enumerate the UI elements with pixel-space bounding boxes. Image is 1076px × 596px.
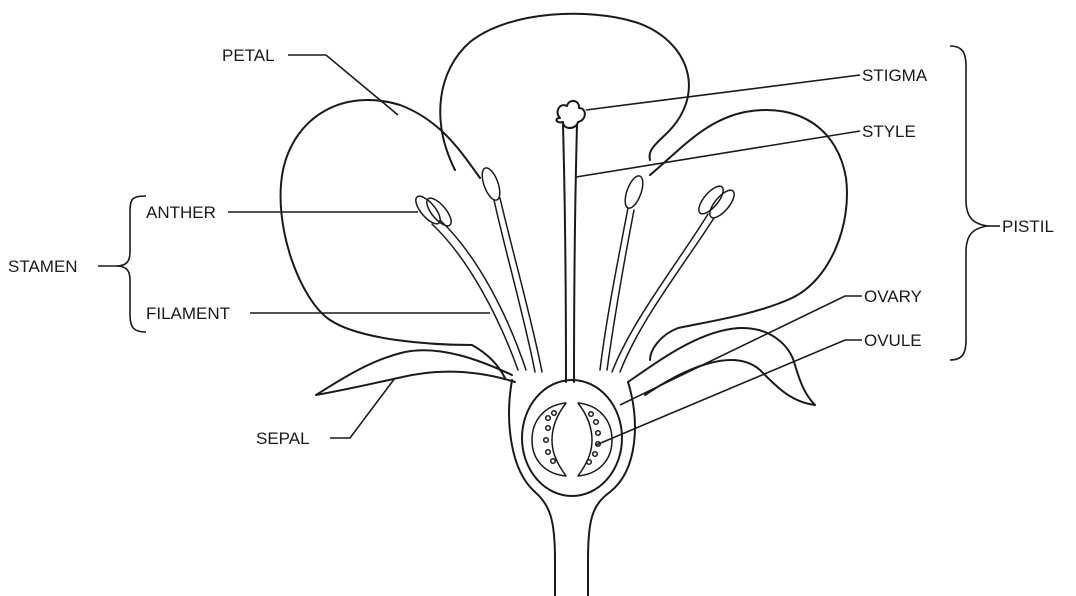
pistil-brace xyxy=(950,46,988,360)
petal-center xyxy=(440,14,689,170)
sepal-left xyxy=(316,350,515,395)
label-sepal: SEPAL xyxy=(256,429,310,448)
ovary-chamber-right xyxy=(578,403,612,476)
flower-drawing xyxy=(281,14,847,596)
petal-right xyxy=(650,110,847,360)
label-stigma: STIGMA xyxy=(862,66,928,85)
label-petal: PETAL xyxy=(222,46,275,65)
leader-stigma xyxy=(586,75,860,110)
sepal-right xyxy=(628,328,815,405)
label-stamen: STAMEN xyxy=(8,257,78,276)
leader-petal xyxy=(288,55,398,115)
leader-style xyxy=(576,131,860,177)
label-filament: FILAMENT xyxy=(146,304,230,323)
label-pistil: PISTIL xyxy=(1002,217,1054,236)
leader-sepal xyxy=(330,378,395,438)
label-style: STYLE xyxy=(862,122,916,141)
petal-left xyxy=(281,100,505,378)
stamen-brace xyxy=(116,196,146,332)
labels: PETAL STIGMA STYLE ANTHER PISTIL STAMEN … xyxy=(8,46,1054,448)
label-ovary: OVARY xyxy=(864,287,922,306)
ovary-outer xyxy=(522,380,622,496)
label-anther: ANTHER xyxy=(146,203,216,222)
stigma xyxy=(556,101,584,128)
label-ovule: OVULE xyxy=(864,331,922,350)
style xyxy=(563,125,577,382)
